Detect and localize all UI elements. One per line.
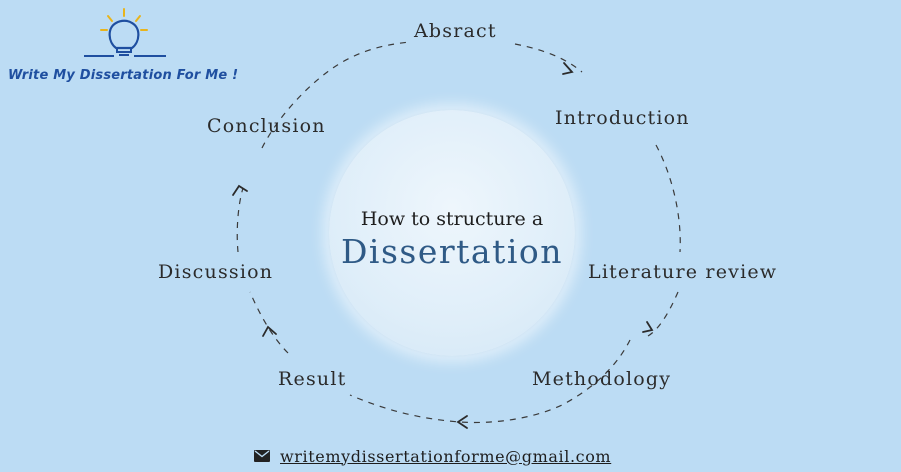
step-methodology: Methodology [532, 368, 672, 390]
step-literature-review: Literature review [588, 261, 778, 283]
footer-contact: writemydissertationforme@gmail.com [254, 445, 611, 467]
arrowhead-to-introduction [562, 62, 574, 75]
arc-introduction-to-literature [655, 144, 681, 253]
center-title: Dissertation [340, 232, 564, 271]
email-link[interactable]: writemydissertationforme@gmail.com [280, 446, 612, 466]
brand-logo: Write My Dissertation For Me ! [8, 6, 248, 86]
center-subtitle: How to structure a [360, 208, 544, 230]
step-introduction: Introduction [555, 107, 690, 129]
arc-result-to-discussion [249, 291, 289, 354]
lightbulb-icon [84, 8, 166, 57]
mail-icon [254, 450, 270, 462]
step-abstract: Absract [414, 20, 497, 42]
step-discussion: Discussion [158, 261, 274, 283]
arrowhead-to-discussion [262, 325, 277, 337]
arrowhead-to-result [456, 415, 468, 429]
step-conclusion: Conclusion [207, 115, 326, 137]
arrowhead-to-methodology [642, 321, 654, 333]
arc-discussion-to-conclusion [236, 187, 244, 253]
arc-literature-to-methodology [647, 291, 679, 337]
arrowhead-to-conclusion [232, 184, 248, 196]
brand-name: Write My Dissertation For Me ! [8, 68, 239, 83]
center-circle [329, 110, 575, 356]
arc-abstract-to-introduction [514, 43, 583, 73]
step-result: Result [278, 368, 347, 390]
